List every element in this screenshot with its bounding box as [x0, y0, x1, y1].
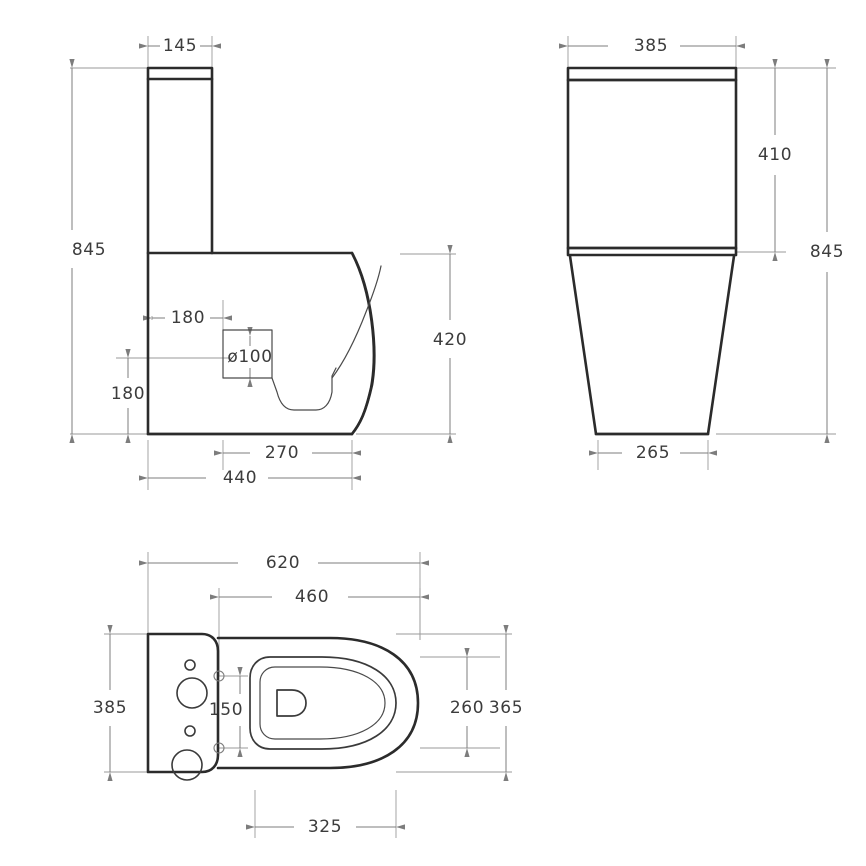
dim-180-vertical: 180: [111, 349, 145, 443]
dim-420: 420: [433, 245, 467, 443]
dim-label-150: 150: [209, 700, 243, 720]
dim-o100: ø100: [227, 327, 272, 387]
dim-label-440: 440: [223, 468, 257, 488]
dim-label-420: 420: [433, 330, 467, 350]
plan-seat-outline: [249, 656, 397, 750]
dim-460: 460: [210, 587, 429, 607]
side-outlet-flange: [222, 329, 273, 379]
dim-label-385-front: 385: [634, 36, 668, 56]
plan-cistern-footprint: [146, 632, 220, 774]
dim-label-180-vertical: 180: [111, 384, 145, 404]
front-bowl-pedestal: [568, 254, 736, 436]
dim-label-265: 265: [636, 443, 670, 463]
dim-label-365: 365: [489, 698, 523, 718]
dim-label-145: 145: [163, 36, 197, 56]
front-cistern-body: [566, 78, 738, 250]
plan-bolt-hole-top: [213, 670, 225, 682]
dim-440: 440: [139, 468, 361, 488]
dim-label-385-plan: 385: [93, 698, 127, 718]
dim-150: 150: [209, 667, 243, 757]
dim-label-270: 270: [265, 443, 299, 463]
dim-845-side: 845: [69, 59, 106, 443]
dim-145: 145: [139, 36, 221, 56]
front-cistern-lid: [566, 66, 738, 82]
dim-620: 620: [139, 553, 429, 573]
dim-label-325: 325: [308, 817, 342, 837]
plan-cistern-hole-small-top: [184, 659, 196, 671]
plan-bowl-outer-rim: [216, 636, 420, 770]
plan-top-view: 620 460 385 150: [93, 552, 523, 838]
plan-cistern-hole-large-bottom: [171, 749, 203, 781]
plan-bolt-hole-bottom: [213, 742, 225, 754]
side-cistern-body: [146, 77, 214, 255]
side-bowl-outline: [146, 251, 376, 436]
dim-label-620: 620: [266, 553, 300, 573]
plan-cistern-hole-small-bottom: [184, 725, 196, 737]
side-inner-bowl-curve: [331, 265, 382, 379]
plan-cistern-hole-large-top: [176, 677, 208, 709]
plan-bowl-opening: [259, 666, 386, 740]
dim-325: 325: [246, 817, 405, 837]
plan-flush-slot: [276, 689, 307, 717]
front-extension-lines: [567, 36, 836, 470]
front-cistern-shoulder: [566, 246, 738, 257]
dim-label-260: 260: [450, 698, 484, 718]
dim-260: 260: [450, 648, 484, 757]
dim-label-410: 410: [758, 145, 792, 165]
dim-label-845-side: 845: [72, 240, 106, 260]
dim-label-o100: ø100: [227, 347, 272, 367]
dim-265: 265: [589, 443, 717, 463]
front-elevation-view: 385 410 845 265: [559, 36, 844, 470]
side-outlet-profile: [222, 329, 337, 411]
side-cistern-lid: [146, 66, 214, 81]
dim-410: 410: [758, 59, 792, 261]
dim-label-845-front: 845: [810, 242, 844, 262]
dim-label-180-horizontal: 180: [171, 308, 205, 328]
side-elevation-view: 145 845 180 ø100: [69, 36, 467, 490]
dim-845-front: 845: [810, 59, 844, 443]
dim-385-plan: 385: [93, 625, 127, 781]
dim-385-front: 385: [559, 36, 745, 56]
dim-270: 270: [214, 443, 361, 463]
dim-180-horizontal: 180: [143, 308, 232, 328]
dim-label-460: 460: [295, 587, 329, 607]
side-bowl-rear-curve: [350, 251, 376, 436]
dim-365: 365: [489, 625, 523, 781]
